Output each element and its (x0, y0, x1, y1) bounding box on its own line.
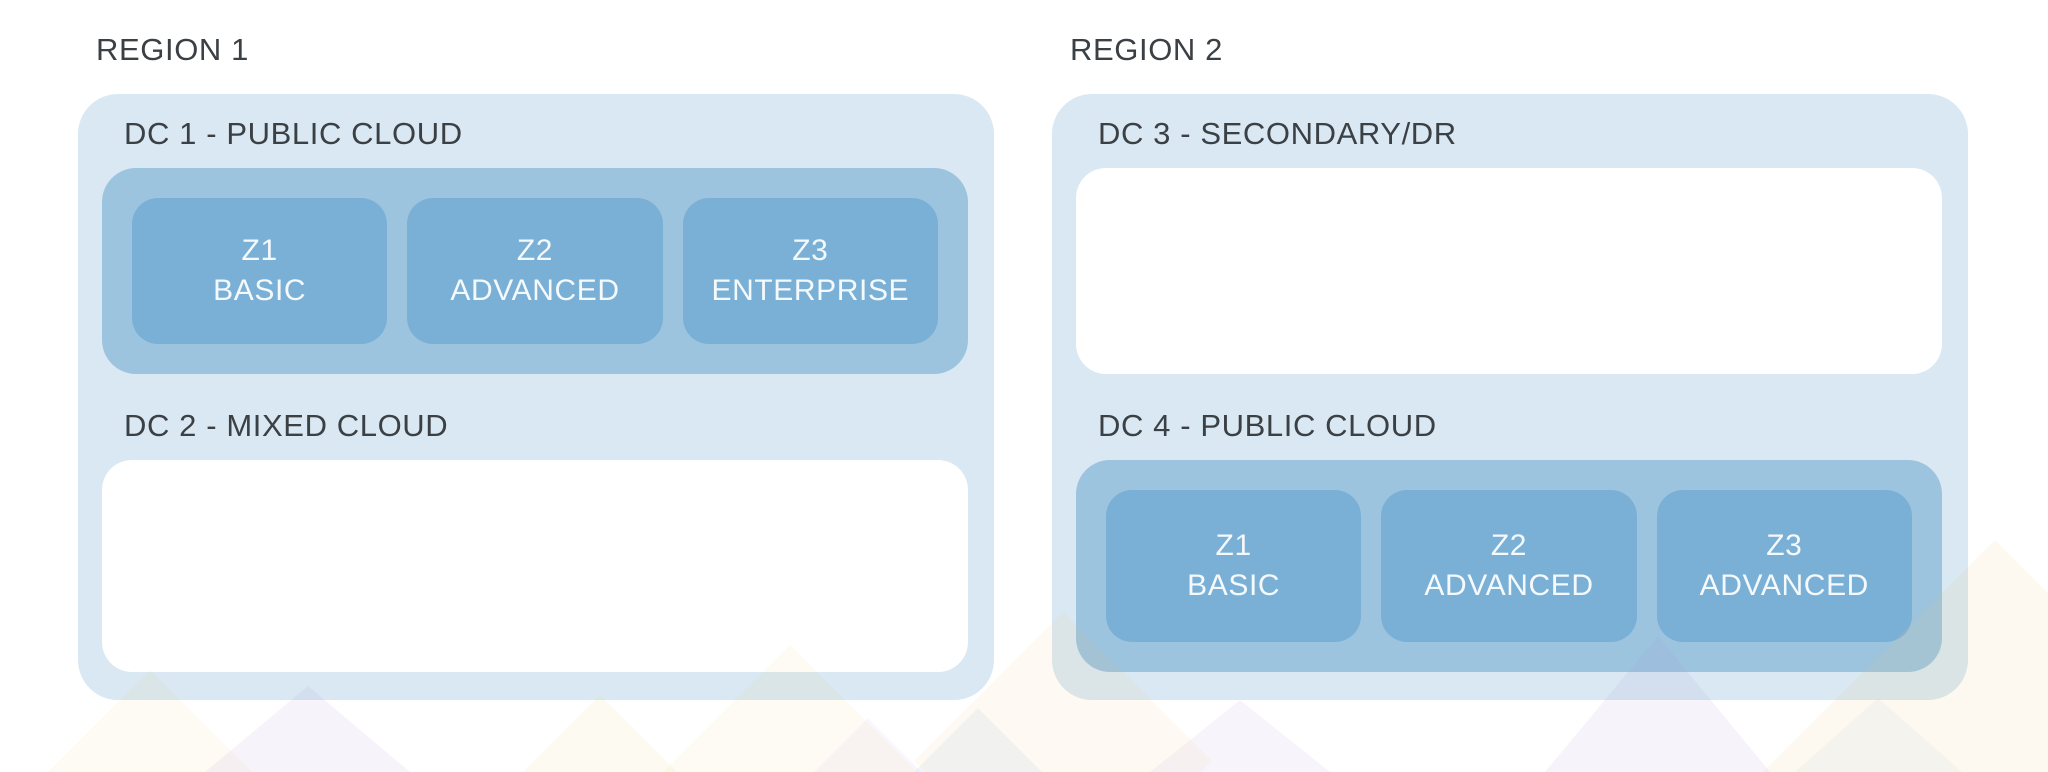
dc-1-label: DC 1 - PUBLIC CLOUD (124, 116, 463, 151)
watermark-triangle (1795, 698, 1962, 772)
watermark-diamond (914, 708, 1042, 772)
zone-box-dc1-z2: Z2 ADVANCED (407, 198, 663, 344)
zone-tier: ADVANCED (450, 274, 620, 307)
zone-box-dc4-z3: Z3 ADVANCED (1656, 490, 1912, 642)
dc-4-zone-group: Z1 BASIC Z2 ADVANCED Z3 ADVANCED (1076, 460, 1942, 672)
region-1-label: REGION 1 (96, 32, 249, 67)
zone-box-dc4-z1: Z1 BASIC (1106, 490, 1362, 642)
watermark-triangle (1150, 700, 1330, 772)
zone-name: Z2 (516, 234, 554, 267)
zone-tier: ADVANCED (1424, 569, 1594, 602)
zone-box-dc4-z2: Z2 ADVANCED (1381, 490, 1637, 642)
zone-name: Z3 (1766, 529, 1803, 562)
dc-2-capacity-box (102, 460, 968, 672)
watermark-diamond (814, 718, 922, 772)
zone-name: Z3 (792, 234, 829, 267)
dc-1-zone-group: Z1 BASIC Z2 ADVANCED Z3 ENTERPRISE (102, 168, 968, 374)
zone-name: Z2 (1490, 529, 1528, 562)
zone-tier: BASIC (213, 274, 307, 307)
zone-tier: ENTERPRISE (711, 274, 910, 307)
zone-box-dc1-z3: Z3 ENTERPRISE (682, 198, 938, 344)
watermark-diamond (523, 695, 677, 772)
region-2-container: DC 3 - SECONDARY/DR DC 4 - PUBLIC CLOUD … (1052, 94, 1968, 700)
region-1-container: DC 1 - PUBLIC CLOUD Z1 BASIC Z2 ADVANCED… (78, 94, 994, 700)
dc-2-label: DC 2 - MIXED CLOUD (124, 408, 449, 443)
zone-name: Z1 (241, 234, 278, 267)
dc-3-label: DC 3 - SECONDARY/DR (1098, 116, 1457, 151)
zone-tier: ADVANCED (1699, 569, 1869, 602)
zone-tier: BASIC (1187, 569, 1281, 602)
zone-box-dc1-z1: Z1 BASIC (132, 198, 388, 344)
region-2-label: REGION 2 (1070, 32, 1223, 67)
dc-4-label: DC 4 - PUBLIC CLOUD (1098, 408, 1437, 443)
zone-name: Z1 (1215, 529, 1252, 562)
dc-3-capacity-box (1076, 168, 1942, 374)
